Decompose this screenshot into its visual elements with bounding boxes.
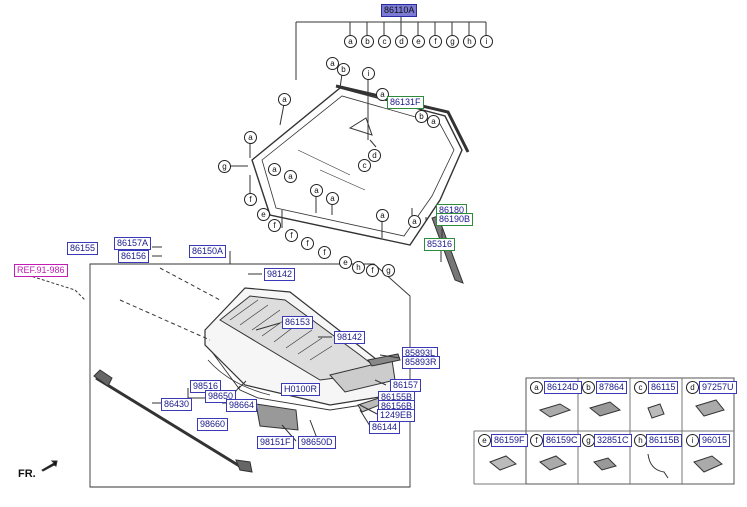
callout-circle: e [339,256,352,269]
callout-circle: a [376,209,389,222]
windshield-outline [251,87,463,246]
part-number-86430[interactable]: 86430 [161,398,193,411]
callout-circle: a [284,170,297,183]
callout-circle: i [480,35,493,48]
legend-letter: a [530,381,543,394]
part-number-86153[interactable]: 86153 [282,316,314,329]
callout-circle: i [362,67,375,80]
callout-circle: a [408,215,421,228]
callout-circle: h [352,261,365,274]
legend-part-97257U[interactable]: 97257U [699,381,737,394]
part-number-86157[interactable]: 86157 [390,379,422,392]
callout-circle: c [378,35,391,48]
part-number-86144[interactable]: 86144 [369,421,401,434]
part-number-86131F[interactable]: 86131F [387,96,424,109]
callout-circle: f [318,246,331,259]
callout-circle: b [361,35,374,48]
reference-label[interactable]: REF.91-986 [14,264,68,277]
part-number-86157A[interactable]: 86157A [114,237,152,250]
part-number-98142-top[interactable]: 98142 [264,268,296,281]
part-number-86155[interactable]: 86155 [67,242,99,255]
part-number-85893R[interactable]: 85893R [402,356,440,369]
part-number-98142-side[interactable]: 98142 [334,331,366,344]
callout-circle: d [368,149,381,162]
part-number-86190B[interactable]: 86190B [436,213,474,226]
callout-circle: a [376,88,389,101]
legend-part-96015[interactable]: 96015 [699,434,731,447]
legend-letter: i [686,434,699,447]
part-number-86150A[interactable]: 86150A [189,245,227,258]
part-number-86110A[interactable]: 86110A [381,4,418,17]
callout-circle: a [278,93,291,106]
callout-circle: c [358,159,371,172]
direction-label: FR. [18,468,36,480]
legend-letter: d [686,381,699,394]
legend-part-87864[interactable]: 87864 [596,381,628,394]
part-number-98664[interactable]: 98664 [226,399,258,412]
callout-circle: a [268,163,281,176]
callout-circle: h [463,35,476,48]
callout-circle: g [382,264,395,277]
part-number-85316[interactable]: 85316 [424,238,456,251]
legend-letter: c [634,381,647,394]
callout-circle: a [310,184,323,197]
callout-circle: g [218,160,231,173]
callout-circle: f [429,35,442,48]
legend-part-86115[interactable]: 86115 [648,381,679,394]
callout-circle: f [366,264,379,277]
legend-part-86159C[interactable]: 86159C [543,434,581,447]
callout-circle: f [244,193,257,206]
legend-part-86115B[interactable]: 86115B [646,434,683,447]
callout-circle: a [427,115,440,128]
callout-circle: f [268,219,281,232]
part-number-98660[interactable]: 98660 [197,418,229,431]
callout-circle: e [412,35,425,48]
callout-circle: e [257,208,270,221]
legend-letter: b [582,381,595,394]
part-number-86156[interactable]: 86156 [118,250,150,263]
legend-letter: f [530,434,543,447]
legend-letter: e [478,434,491,447]
part-number-H0100R[interactable]: H0100R [281,383,321,396]
legend-part-86124D[interactable]: 86124D [544,381,582,394]
callout-circle: a [344,35,357,48]
part-number-98650D[interactable]: 98650D [298,436,336,449]
legend-part-86159F[interactable]: 86159F [491,434,528,447]
callout-circle: b [337,63,350,76]
callout-circle: g [446,35,459,48]
callout-circle: d [395,35,408,48]
callout-circle: a [326,192,339,205]
part-number-98151F[interactable]: 98151F [257,436,294,449]
callout-circle: f [301,237,314,250]
callout-circle: f [285,229,298,242]
callout-circle: a [244,131,257,144]
legend-part-32851C[interactable]: 32851C [594,434,632,447]
